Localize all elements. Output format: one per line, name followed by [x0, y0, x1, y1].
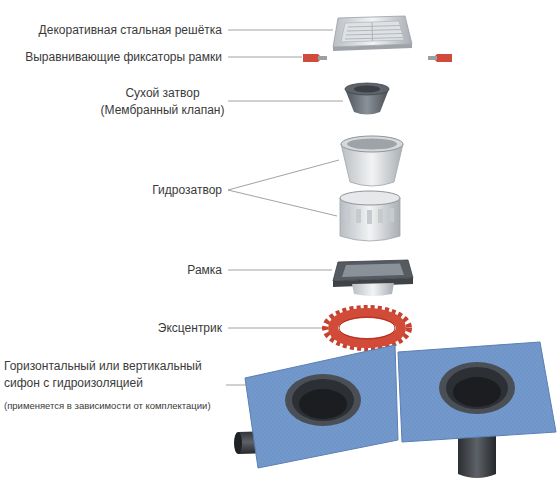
- vertical-siphon: [398, 342, 556, 478]
- part-label: Сухой затвор (Мембранный клапан): [100, 85, 225, 119]
- water-trap-lower: [340, 191, 400, 241]
- part-label: Декоративная стальная решётка: [0, 22, 222, 39]
- leader-lines: [226, 30, 343, 385]
- part-label: Горизонтальный или вертикальный сифон с …: [4, 358, 220, 392]
- part-label: Выравнивающие фиксаторы рамки: [0, 49, 222, 66]
- part-label: Рамка: [0, 262, 222, 279]
- water-trap-upper: [341, 136, 403, 186]
- note-text: (применяется в зависимости от комплектац…: [4, 397, 240, 414]
- eccentric-ring: [325, 308, 409, 348]
- drain-frame: [333, 260, 413, 296]
- dry-trap: [345, 83, 389, 115]
- steel-grate: [333, 16, 412, 51]
- part-label: Гидрозатвор: [0, 182, 222, 199]
- frame-clips: [303, 54, 452, 62]
- part-label: Эксцентрик: [0, 320, 222, 337]
- horizontal-siphon: [234, 345, 398, 468]
